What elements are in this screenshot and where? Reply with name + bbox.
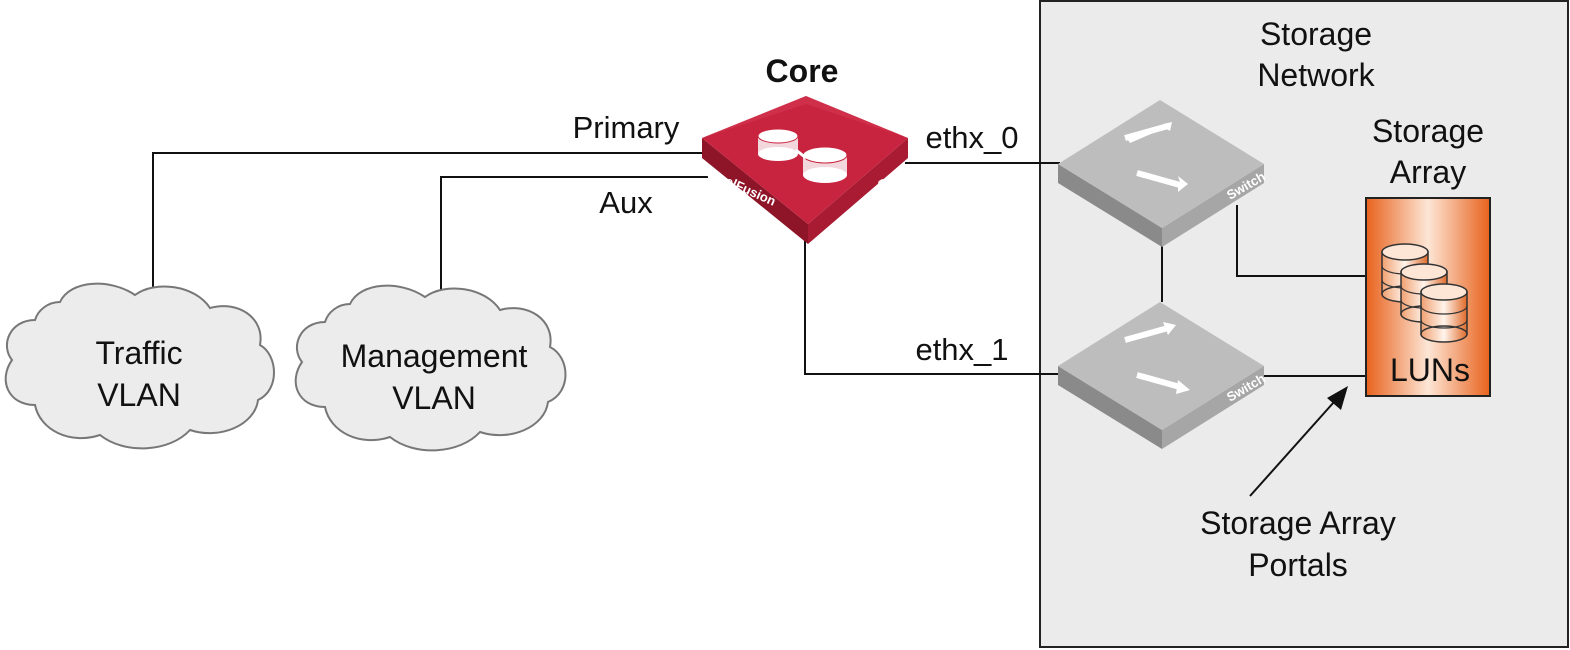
portals-callout: Storage Array Portals [1200, 386, 1396, 583]
ethx-1-label: ethx_1 [915, 332, 1008, 367]
connections [152, 152, 1368, 377]
luns-label: LUNs [1390, 352, 1470, 388]
arrow-head-icon [1327, 386, 1348, 410]
traffic-vlan-cloud: Traffic VLAN [4, 282, 275, 450]
switch1-array-link [1236, 205, 1368, 277]
core-appliance: Core SteelFusion Core [702, 53, 908, 244]
portals-arrow [1249, 401, 1335, 497]
portals-label-line2: Portals [1248, 547, 1348, 583]
traffic-vlan-line2: VLAN [97, 377, 181, 413]
cloud-icon [4, 282, 275, 450]
storage-cylinder-icon [1420, 283, 1468, 343]
core-appliance-icon: SteelFusion Core [702, 96, 908, 244]
management-vlan-line1: Management [341, 338, 528, 374]
storage-array-title-line2: Array [1390, 154, 1466, 190]
management-vlan-cloud: Management VLAN [294, 284, 567, 452]
cloud-icon [294, 284, 567, 452]
aux-link [440, 176, 708, 292]
storage-cylinder-icon [802, 146, 848, 183]
traffic-vlan-line1: Traffic [95, 335, 182, 371]
aux-label: Aux [599, 185, 653, 220]
ethx-0-label: ethx_0 [925, 120, 1018, 155]
primary-label: Primary [573, 110, 680, 145]
storage-network-title-line1: Storage [1260, 16, 1372, 52]
eth1-link [804, 240, 1060, 375]
storage-array-title-line1: Storage [1372, 113, 1484, 149]
switch-top: Switch [1058, 100, 1268, 247]
primary-link [152, 152, 708, 290]
portals-label-line1: Storage Array [1200, 505, 1396, 541]
storage-network-title-line2: Network [1257, 57, 1375, 93]
management-vlan-line2: VLAN [392, 380, 476, 416]
storage-array: LUNs [1365, 197, 1491, 397]
core-title: Core [766, 53, 839, 89]
switch-arrows-icon: Switch [1058, 100, 1268, 247]
storage-cylinder-icon [757, 128, 799, 161]
